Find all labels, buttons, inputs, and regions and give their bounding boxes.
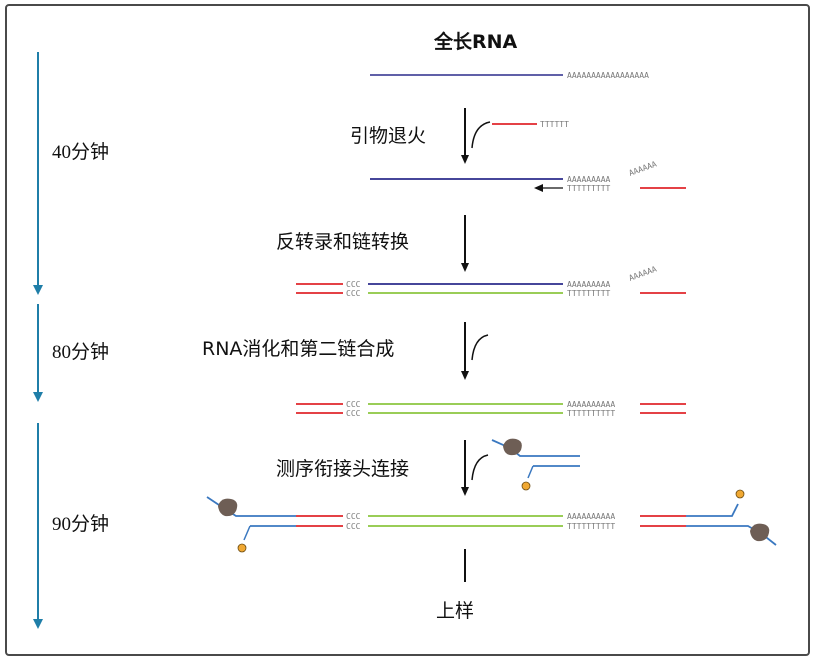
polyA-tail-text: AAAAAAAAAAAAAAAAA — [567, 71, 649, 80]
motor-protein-icon — [503, 438, 522, 456]
timeline: 40分钟 80分钟 90分钟 — [33, 52, 109, 629]
svg-text:TTTTTTTTT: TTTTTTTTT — [567, 184, 611, 193]
svg-text:AAAAAA: AAAAAA — [628, 264, 658, 282]
step-arrow-4-curve — [471, 454, 489, 481]
step-arrow-1-curve — [471, 121, 491, 149]
svg-text:CCC: CCC — [346, 280, 361, 289]
time-label-90: 90分钟 — [52, 513, 109, 535]
svg-text:AAAAAAAAAA: AAAAAAAAAA — [567, 512, 615, 521]
step-label-rna-digestion: RNA消化和第二链合成 — [202, 338, 394, 360]
stage-annealed: AAAAAAAAA AAAAAA TTTTTTTTT — [370, 159, 686, 193]
time-label-80: 80分钟 — [52, 341, 109, 363]
step-label-adapter-ligation: 测序衔接头连接 — [276, 458, 409, 480]
motor-protein-icon — [750, 523, 770, 542]
svg-text:AAAAAAAAA: AAAAAAAAA — [567, 175, 611, 184]
svg-text:AAAAAAAAAA: AAAAAAAAAA — [567, 400, 615, 409]
stage-adapted: CCC CCC AAAAAAAAAA TTTTTTTTTT — [206, 489, 777, 553]
stage-double-strand: CCC CCC AAAAAAAAAA TTTTTTTTTT — [296, 400, 686, 418]
free-adapter — [491, 438, 580, 491]
stage-cdna: CCC CCC AAAAAAAAA AAAAAA TTTTTTTTT — [296, 264, 686, 298]
svg-text:AAAAAAAAA: AAAAAAAAA — [567, 280, 611, 289]
time-label-40: 40分钟 — [52, 141, 109, 163]
motor-protein-icon — [218, 498, 238, 517]
svg-text:TTTTTTTTT: TTTTTTTTT — [567, 289, 611, 298]
svg-text:CCC: CCC — [346, 400, 361, 409]
svg-text:CCC: CCC — [346, 512, 361, 521]
diagram-title: 全长RNA — [433, 30, 518, 53]
tether-icon — [735, 489, 745, 499]
final-step-label: 上样 — [436, 600, 474, 622]
step-label-reverse-transcription: 反转录和链转换 — [276, 231, 409, 253]
diagram-frame — [5, 4, 810, 656]
svg-text:TTTTTTTTTT: TTTTTTTTTT — [567, 522, 615, 531]
tether-icon — [237, 543, 247, 553]
primer-polyT-text: TTTTTT — [540, 120, 569, 129]
step-arrow-3-curve — [471, 334, 489, 361]
stage-full-rna: AAAAAAAAAAAAAAAAA — [370, 71, 649, 80]
svg-text:CCC: CCC — [346, 522, 361, 531]
step-label-primer-annealing: 引物退火 — [350, 125, 426, 147]
tether-icon — [521, 481, 531, 491]
svg-text:AAAAAA: AAAAAA — [628, 159, 658, 177]
svg-text:CCC: CCC — [346, 289, 361, 298]
svg-text:CCC: CCC — [346, 409, 361, 418]
svg-text:TTTTTTTTTT: TTTTTTTTTT — [567, 409, 615, 418]
